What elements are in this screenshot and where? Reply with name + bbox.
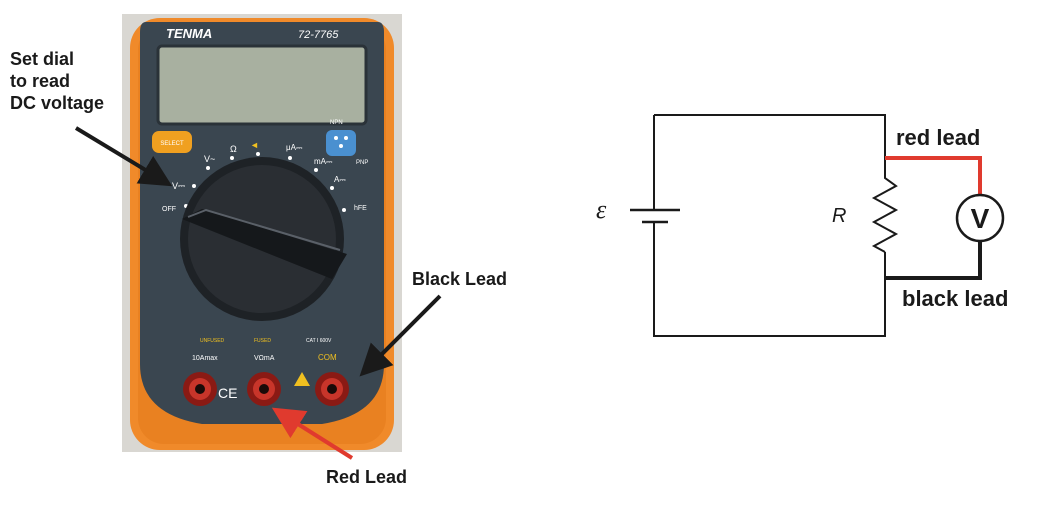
dial-label-amps: A⎓ — [334, 175, 346, 184]
fuse-note-com: CAT I 600V — [306, 338, 332, 344]
socket-pin — [344, 136, 348, 140]
dial-label-off: OFF — [162, 206, 176, 213]
pnp-label: PNP — [356, 160, 368, 166]
dial-knob — [182, 209, 347, 279]
dial-label-ac-volts: V~ — [204, 154, 215, 164]
emf-label: ε — [596, 195, 607, 224]
rotary-dial[interactable] — [180, 157, 347, 321]
socket-pin — [334, 136, 338, 140]
resistor-label: R — [832, 205, 846, 227]
jack-10a[interactable] — [183, 372, 217, 406]
transistor-socket[interactable] — [326, 130, 356, 156]
red-lead-label: red lead — [896, 125, 980, 150]
meter-model: 72-7765 — [298, 29, 339, 41]
npn-label: NPN — [330, 120, 343, 126]
jack-label-com: COM — [318, 353, 337, 362]
black-lead-label: black lead — [902, 286, 1008, 311]
multimeter-photo: TENMA 72-7765 SELECT NPN PNP V~ V⎓ OFF Ω… — [122, 14, 402, 452]
callout-black-lead: Black Lead — [412, 269, 508, 289]
jack-voma[interactable] — [247, 372, 281, 406]
wire-bottom — [653, 224, 886, 337]
multimeter-illustration: TENMA 72-7765 SELECT NPN PNP V~ V⎓ OFF Ω… — [122, 14, 402, 452]
black-lead-wire — [885, 240, 982, 280]
dial-label-diode: ◄ — [250, 140, 259, 150]
dial-position-dots — [184, 152, 346, 212]
fuse-note-10a: UNFUSED — [200, 338, 225, 344]
dial-label-milliamps: mA⎓ — [314, 157, 333, 166]
dial-label-ohms: Ω — [230, 144, 237, 154]
warning-triangle-icon — [294, 372, 310, 386]
dial-label-hfe: hFE — [354, 205, 367, 212]
callout-set-dial: Set dial to read DC voltage — [10, 49, 105, 113]
select-button-label: SELECT — [160, 141, 184, 147]
dial-label-microamps: μA⎓ — [286, 143, 303, 152]
jack-label-10a: 10Amax — [192, 355, 218, 362]
lcd-display — [156, 44, 368, 126]
dial-label-dc-volts: V⎓ — [172, 181, 185, 191]
voltmeter-symbol — [955, 193, 1005, 243]
circuit-diagram: ε R V red lead black lead — [596, 114, 1008, 337]
red-lead-wire — [885, 156, 982, 195]
ce-mark: CE — [218, 385, 237, 401]
wire-top — [654, 114, 886, 160]
meter-brand: TENMA — [166, 26, 212, 41]
callout-red-lead: Red Lead — [326, 467, 408, 487]
jack-label-voma: VΩmA — [254, 355, 275, 362]
jack-com[interactable] — [315, 372, 349, 406]
voltmeter-label: V — [971, 203, 990, 234]
fuse-note-voma: FUSED — [254, 338, 271, 344]
socket-pin — [339, 144, 343, 148]
dial-knob-highlight — [187, 208, 341, 251]
resistor-symbol — [871, 160, 899, 253]
